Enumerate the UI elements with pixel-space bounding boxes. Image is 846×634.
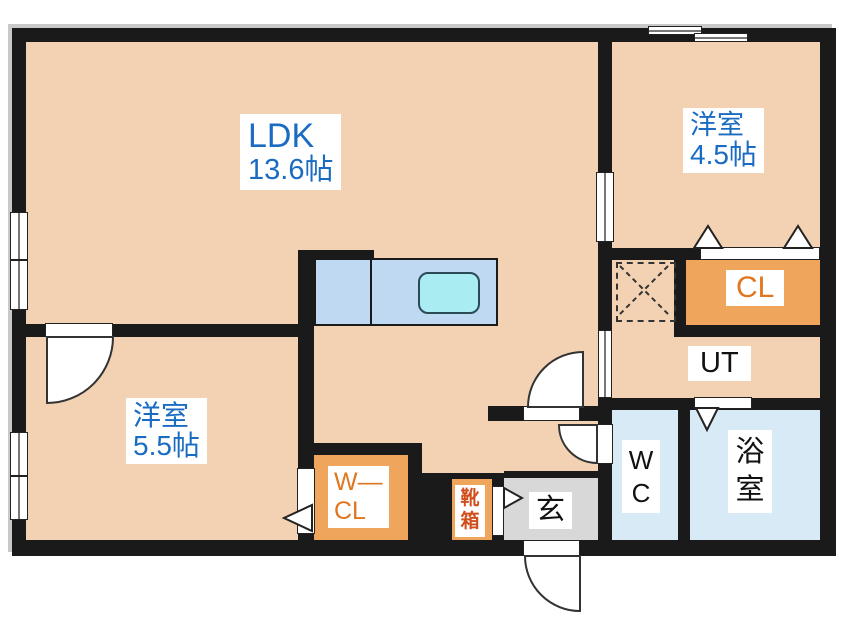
door-leaf-wc	[597, 424, 613, 464]
window-hall-utility-wall	[598, 330, 612, 398]
wall-hall-door-left-stub	[488, 406, 523, 421]
room-label-closet: CL	[726, 270, 785, 307]
window-ldk-left	[10, 212, 28, 310]
room-label-utility: UT	[688, 346, 751, 382]
bath-folding-door	[694, 397, 752, 409]
door-swing-entrance	[523, 555, 581, 613]
room-name-bedroom45: 洋室	[690, 110, 744, 140]
room-label-walk-in-closet: W— CL	[328, 466, 389, 528]
wall-outer-right	[820, 28, 836, 556]
wall-entrance-left	[408, 443, 422, 540]
room-label-toilet: WC	[622, 440, 660, 513]
door-leaf-shoebox	[492, 486, 504, 536]
room-size-bedroom55: 5.5帖	[133, 430, 200, 462]
room-label-ldk: LDK 13.6帖	[240, 114, 342, 191]
room-size-ldk: 13.6帖	[248, 153, 334, 186]
room-label-entrance: 玄	[529, 492, 573, 530]
closet-folding-door	[700, 247, 820, 260]
wall-kitchen-stub	[298, 250, 374, 260]
window-ldk-left-divider	[10, 259, 28, 261]
wall-outer-bottom	[12, 540, 836, 556]
room-label-bedroom55: 洋室 5.5帖	[126, 398, 207, 465]
kitchen-sink	[418, 272, 480, 314]
window-ldk-bedroom45-wall	[596, 172, 614, 242]
window-bedroom45-top-pane2	[694, 33, 748, 42]
room-label-shoe-box: 靴箱	[455, 485, 485, 537]
wcl-line1: W—	[334, 468, 383, 496]
wall-ldk-right	[598, 42, 612, 540]
wall-bedroom55-right	[298, 250, 314, 540]
wall-bedroom45-bottom	[598, 248, 702, 260]
door-leaf-hall	[523, 406, 580, 421]
door-leaf-entrance	[523, 540, 580, 556]
wall-closet-left	[674, 260, 686, 337]
refrigerator-space	[616, 262, 676, 322]
room-label-bath: 浴室	[728, 430, 772, 514]
wall-hall-door-right-stub	[580, 406, 598, 421]
entrance-step-line	[504, 471, 598, 478]
wall-wc-bath	[678, 410, 690, 540]
wcl-line2: CL	[334, 496, 366, 525]
door-leaf-wcl	[297, 468, 315, 534]
room-size-bedroom45: 4.5帖	[690, 139, 757, 171]
window-bedroom55-left-divider	[10, 475, 28, 477]
wall-wcl-top	[314, 443, 408, 455]
window-bedroom45-top-pane1	[648, 26, 702, 35]
door-leaf-bedroom55	[45, 323, 113, 337]
wall-outer-top	[12, 28, 836, 42]
wall-closet-bottom	[674, 325, 820, 337]
room-name-bedroom55: 洋室	[133, 400, 190, 431]
room-name-ldk: LDK	[248, 117, 315, 155]
kitchen-counter-divider	[370, 258, 372, 326]
room-label-bedroom45: 洋室 4.5帖	[683, 108, 764, 174]
